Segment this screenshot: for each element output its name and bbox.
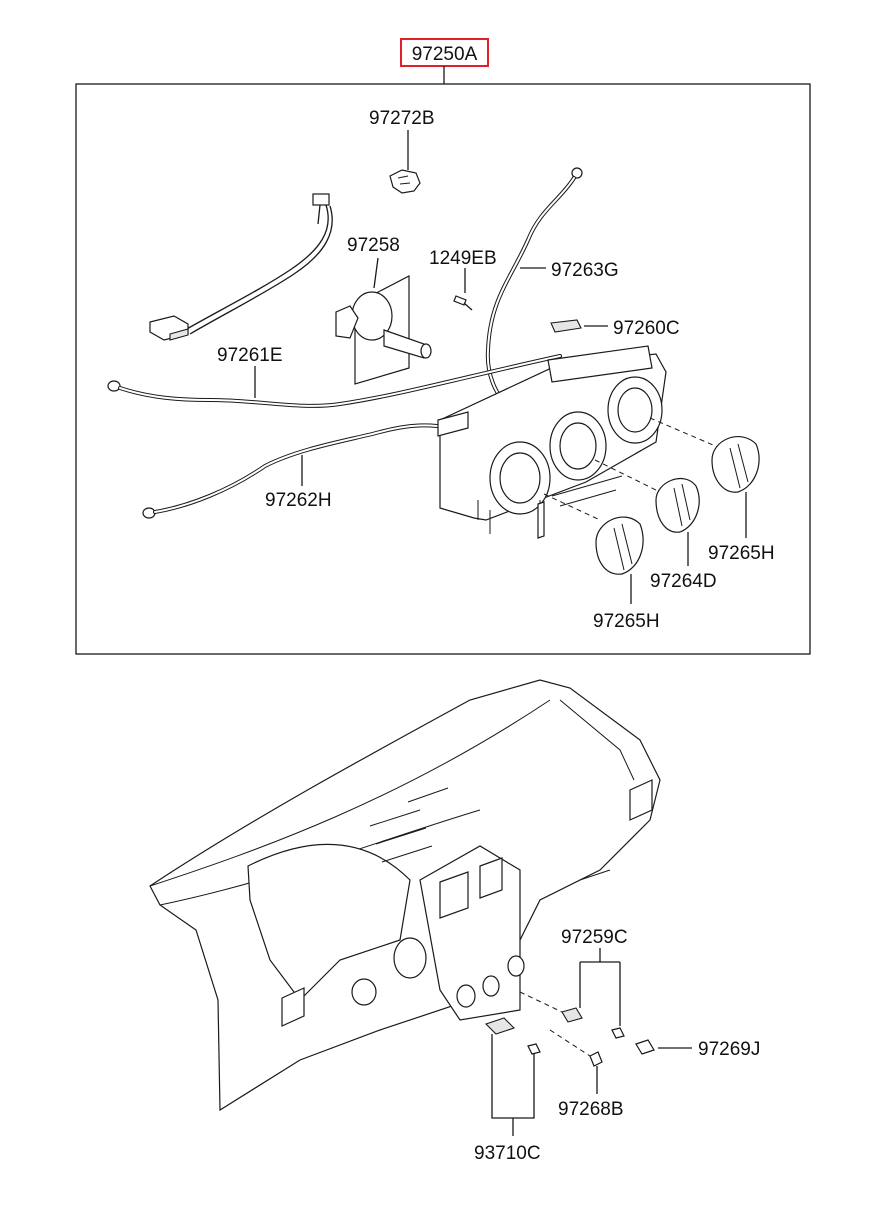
part-bulb-97272B[interactable] bbox=[389, 130, 421, 194]
callout-93710C[interactable]: 93710C bbox=[474, 1143, 541, 1164]
part-cable-97263G[interactable] bbox=[485, 167, 583, 416]
part-screw-1249EB[interactable] bbox=[453, 268, 473, 311]
part-bulb-97259C[interactable] bbox=[519, 948, 625, 1039]
part-switch-97260C[interactable] bbox=[550, 319, 608, 333]
part-knob-97265H-bottom[interactable] bbox=[543, 493, 644, 604]
assembly-label: 97250A bbox=[412, 44, 478, 65]
callout-97272B[interactable]: 97272B bbox=[369, 108, 435, 129]
part-actuator-97258[interactable] bbox=[335, 257, 432, 385]
callout-97265H-right[interactable]: 97265H bbox=[708, 543, 775, 564]
callout-97265H-bottom[interactable]: 97265H bbox=[593, 611, 660, 632]
callout-97269J[interactable]: 97269J bbox=[698, 1039, 760, 1060]
part-wiring-harness[interactable] bbox=[149, 193, 333, 341]
callout-97261E[interactable]: 97261E bbox=[217, 345, 283, 366]
callout-97262H[interactable]: 97262H bbox=[265, 490, 332, 511]
part-knob-97265H-right[interactable] bbox=[649, 417, 760, 538]
callout-97258[interactable]: 97258 bbox=[347, 235, 400, 256]
part-knob-97264D[interactable] bbox=[594, 459, 700, 566]
callout-1249EB[interactable]: 1249EB bbox=[429, 248, 497, 269]
part-cable-97261E[interactable] bbox=[107, 354, 562, 408]
part-dashboard bbox=[149, 679, 661, 1112]
part-cable-97262H[interactable] bbox=[142, 423, 452, 519]
callout-97268B[interactable]: 97268B bbox=[558, 1099, 624, 1120]
part-control-panel[interactable] bbox=[437, 345, 667, 539]
part-socket-97269J[interactable] bbox=[635, 1039, 692, 1055]
assembly-frame bbox=[75, 83, 811, 655]
callout-97263G[interactable]: 97263G bbox=[551, 260, 619, 281]
callout-97264D[interactable]: 97264D bbox=[650, 571, 717, 592]
callout-97260C[interactable]: 97260C bbox=[613, 318, 680, 339]
assembly-callout[interactable]: 97250A bbox=[400, 38, 489, 84]
part-switch-93710C[interactable] bbox=[484, 1017, 541, 1136]
part-bulb-97268B[interactable] bbox=[549, 1029, 603, 1094]
callout-97259C[interactable]: 97259C bbox=[561, 927, 628, 948]
